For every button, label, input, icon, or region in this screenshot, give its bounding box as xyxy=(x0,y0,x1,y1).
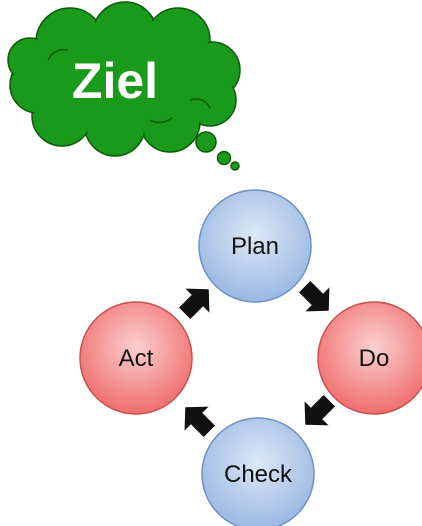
arrow-plan-to-do xyxy=(299,281,330,312)
node-do: Do xyxy=(317,301,422,415)
thought-bubbles xyxy=(195,131,240,171)
node-do-label: Do xyxy=(359,345,390,372)
node-check: Check xyxy=(201,417,315,526)
thought-bubble-medium xyxy=(216,150,232,166)
node-plan-label: Plan xyxy=(231,233,279,260)
thought-bubble-small xyxy=(230,161,240,171)
node-plan: Plan xyxy=(198,189,312,303)
arrow-check-to-act xyxy=(184,406,215,437)
node-check-label: Check xyxy=(224,461,293,488)
node-act-label: Act xyxy=(119,345,154,372)
goal-label: Ziel xyxy=(72,53,158,109)
goal-cloud: Ziel xyxy=(7,1,241,157)
thought-bubble-large xyxy=(195,131,217,153)
arrow-act-to-plan xyxy=(179,288,210,319)
arrow-do-to-check xyxy=(304,395,335,426)
node-act: Act xyxy=(79,301,193,415)
